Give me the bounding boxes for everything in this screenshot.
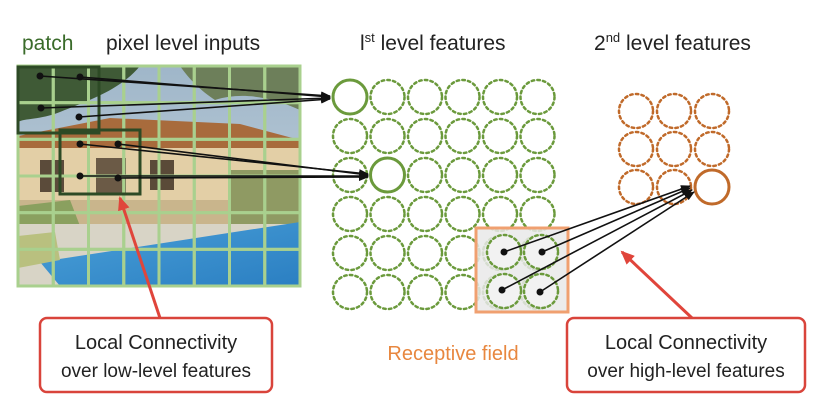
- feature-unit: [617, 168, 655, 206]
- feature-unit: [481, 78, 519, 116]
- feature-unit: [406, 273, 444, 311]
- feature-unit: [444, 273, 481, 311]
- active-feature-unit: [331, 78, 369, 116]
- callout-left: Local Connectivity over low-level featur…: [38, 196, 274, 394]
- feature-unit: [481, 117, 519, 155]
- callout-right-subtitle: over high-level features: [587, 361, 785, 382]
- feature-unit: [406, 117, 444, 155]
- feature-unit: [655, 168, 693, 206]
- feature-unit: [519, 195, 556, 233]
- patch-2: [58, 128, 142, 196]
- feature-unit: [331, 234, 369, 272]
- first-level-features-label: lst level features: [360, 30, 506, 55]
- feature-unit: [655, 130, 693, 168]
- patch-label: patch: [22, 32, 73, 55]
- feature-unit: [693, 92, 731, 130]
- feature-unit: [369, 117, 406, 155]
- receptive-field-label: Receptive field: [387, 343, 518, 365]
- feature-unit: [617, 92, 655, 130]
- feature-unit: [693, 130, 731, 168]
- feature-unit: [444, 156, 481, 194]
- callout-left-subtitle: over low-level features: [61, 361, 251, 382]
- patch1-connections: [39, 75, 331, 118]
- feature-unit: [331, 273, 369, 311]
- feature-unit: [406, 195, 444, 233]
- feature-unit: [369, 234, 406, 272]
- feature-unit: [331, 117, 369, 155]
- callout-right-title: Local Connectivity: [605, 332, 767, 354]
- feature-unit: [331, 195, 369, 233]
- second-level-feature-grid: [617, 92, 731, 206]
- feature-unit: [519, 156, 556, 194]
- callout-left-title: Local Connectivity: [75, 332, 237, 354]
- feature-unit: [481, 156, 519, 194]
- patch2-connections: [79, 143, 369, 182]
- feature-unit: [519, 78, 556, 116]
- feature-unit: [481, 195, 519, 233]
- pixel-cell: [263, 247, 302, 288]
- feature-unit: [406, 234, 444, 272]
- feature-unit: [444, 195, 481, 233]
- feature-unit: [519, 117, 556, 155]
- pixel-level-inputs-label: pixel level inputs: [106, 32, 260, 55]
- receptive-field-connections: [501, 185, 695, 293]
- second-level-features-label: 2nd level features: [594, 30, 751, 55]
- feature-unit: [369, 78, 406, 116]
- feature-unit: [406, 78, 444, 116]
- connection-dots: [36, 72, 546, 296]
- active-feature-unit: [369, 156, 406, 194]
- feature-unit: [444, 78, 481, 116]
- feature-unit: [444, 234, 481, 272]
- pixel-grid: [16, 64, 302, 288]
- feature-unit: [369, 273, 406, 311]
- feature-unit: [617, 130, 655, 168]
- callout-right: Local Connectivity over high-level featu…: [565, 250, 807, 394]
- feature-unit: [655, 92, 693, 130]
- feature-unit: [444, 117, 481, 155]
- feature-unit: [369, 195, 406, 233]
- feature-unit: [406, 156, 444, 194]
- active-feature-unit: [693, 168, 731, 206]
